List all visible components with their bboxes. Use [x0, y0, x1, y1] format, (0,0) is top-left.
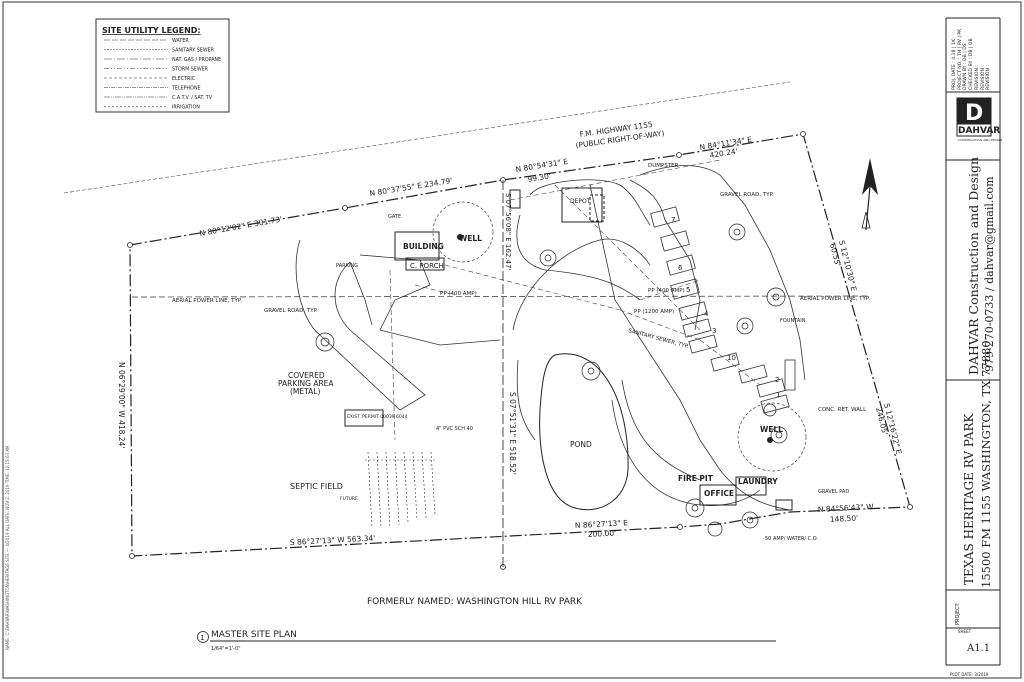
svg-text:7: 7 [671, 216, 675, 224]
label-existing: EXIST. PERMIT 00039 6044 [347, 414, 408, 420]
label-gravel-2: GRAVEL ROAD, TYP. [720, 192, 774, 198]
utility-legend: SITE UTILITY LEGEND: WATER SANITARY SEWER… [95, 18, 230, 113]
bearing-b4-dist: 420.24' [709, 147, 738, 160]
label-conc: CONC. RET. WALL [818, 407, 867, 413]
bearing-b7-dist: 148.50' [830, 514, 859, 524]
laundry [735, 476, 767, 496]
label-aerial-1: AERIAL POWER LINE, TYP. [172, 298, 242, 304]
label-fountain: FOUNTAIN [780, 318, 806, 324]
plan-name: MASTER SITE PLAN [211, 630, 297, 640]
trees [315, 223, 788, 537]
septic-field [365, 451, 436, 529]
legend-item-label: STORM SEWER [172, 67, 209, 73]
project-name: TEXAS HERITAGE RV PARK [962, 413, 976, 585]
label-pvc: 4" PVC SCH 40 [436, 426, 473, 432]
legend-item-label: NAT. GAS / PROPANE [172, 57, 221, 63]
svg-text:6: 6 [678, 264, 683, 272]
structures [344, 187, 793, 511]
rv-pads [650, 206, 796, 414]
bearing-b10: N 06°29'00" W 418.24' [117, 362, 126, 448]
sheet-number: A1.1 [966, 643, 990, 654]
project-label: PROJECT: [955, 602, 961, 625]
label-gravel-pad: GRAVEL PAD [818, 489, 849, 495]
label-pond: POND [570, 440, 592, 449]
bearing-b11: S 07°56'08" E 162.47' [504, 193, 512, 270]
label-covered: COVERED [288, 371, 325, 380]
title-block [945, 17, 1001, 666]
label-amp: 50 AMP/ WATER/ C.O. [765, 536, 818, 542]
title-info-line: REVISION : [986, 65, 992, 90]
file-path: NAME: C:\DAHVAR\WASHINGTON\HERITAGE SITE… [5, 445, 10, 650]
svg-text:1: 1 [776, 391, 780, 399]
well-circle-1 [432, 201, 494, 263]
bearing-b8-dist: 200.00' [588, 529, 617, 539]
bearing-b9: S 86°27'13" W 563.34' [290, 534, 376, 547]
sheet-label: SHEET [958, 629, 972, 634]
label-future: FUTURE [340, 496, 358, 502]
legend-item-label: WATER [172, 38, 189, 44]
plan-title: 1 MASTER SITE PLAN 1/64"=1'-0" [197, 630, 776, 652]
logo-sub: CONSTRUCTION AND DESIGN [958, 138, 1002, 142]
label-pp400a: PP (400 AMP) [440, 291, 477, 297]
bearing-b1: N 80°12'02" E 301.73' [199, 215, 283, 238]
well-circle-2 [737, 402, 807, 472]
label-pp1200: PP (1200 AMP) [634, 309, 674, 315]
svg-text:4: 4 [704, 310, 709, 318]
legend-item-label: C.A.T.V. / SAT. TV [172, 95, 213, 101]
legend-item-label: SANITARY SEWER [172, 48, 215, 54]
bearing-b3-dist: 99.30' [527, 171, 552, 184]
bearing-b7: N 84°56'43" W [818, 502, 875, 514]
former-name: FORMERLY NAMED: WASHINGTON HILL RV PARK [367, 597, 583, 607]
highway-row-line [63, 81, 791, 194]
svg-text:3: 3 [712, 327, 716, 335]
logo-letter: D [965, 101, 983, 126]
project-address: 15500 FM 1155 WASHINGTON, TX 77880 [979, 340, 993, 588]
north-arrow [861, 158, 878, 231]
label-gate: GATE [388, 214, 401, 220]
legend-item-label: ELECTRIC [172, 76, 196, 82]
svg-text:5: 5 [686, 286, 690, 294]
aerial-power-line [131, 295, 871, 298]
legend-title: SITE UTILITY LEGEND: [102, 26, 201, 35]
gravel-roads [295, 165, 806, 511]
label-sanitary: SANITARY SEWER, TYP. [627, 328, 689, 350]
label-office: OFFICE [704, 489, 734, 498]
label-dumpster: DUMPSTER [648, 163, 679, 169]
bearing-b5: S 12°10'30" E [837, 239, 858, 292]
bearing-b3: N 80°54'31" E [515, 157, 569, 174]
svg-text:10: 10 [727, 354, 736, 362]
label-aerial-2: AERIAL POWER LINE, TYP. [800, 296, 870, 302]
label-septic: SEPTIC FIELD [290, 482, 343, 491]
bearing-b8: N 86°27'13" E [575, 518, 629, 530]
label-parking: PARKING [336, 263, 358, 269]
building [394, 231, 440, 261]
bearing-b2: N 80°37'55" E 234.79' [369, 176, 453, 198]
label-well-1: WELL [459, 234, 482, 243]
bearing-b12: S 07°51'31" E 518.52' [508, 392, 517, 475]
label-depot: DEPOT [570, 198, 591, 205]
label-firepit: FIRE PIT [678, 474, 714, 483]
legend-item-label: TELEPHONE [171, 86, 201, 92]
legend-item-label: IRRIGATION [172, 105, 200, 111]
label-porch: C. PORCH [410, 262, 444, 270]
label-building: BUILDING [403, 242, 444, 251]
label-parking-area: PARKING AREA [278, 379, 334, 388]
pond [539, 353, 629, 511]
covered-porch [405, 257, 445, 271]
plan-number: 1 [200, 634, 204, 642]
plan-scale: 1/64"=1'-0" [211, 646, 241, 652]
depot [561, 187, 603, 223]
label-well-2: WELL [760, 425, 783, 434]
svg-text:2: 2 [775, 376, 779, 384]
label-laundry: LAUNDRY [738, 477, 778, 486]
logo-name: DAHVAR [958, 126, 1000, 136]
label-pp400b: PP (400 AMP) [648, 288, 685, 294]
plot-date: PLOT DATE: 3/2019 [950, 672, 989, 677]
label-gravel-1: GRAVEL ROAD, TYP. [264, 308, 318, 314]
label-metal: (METAL) [290, 387, 320, 396]
